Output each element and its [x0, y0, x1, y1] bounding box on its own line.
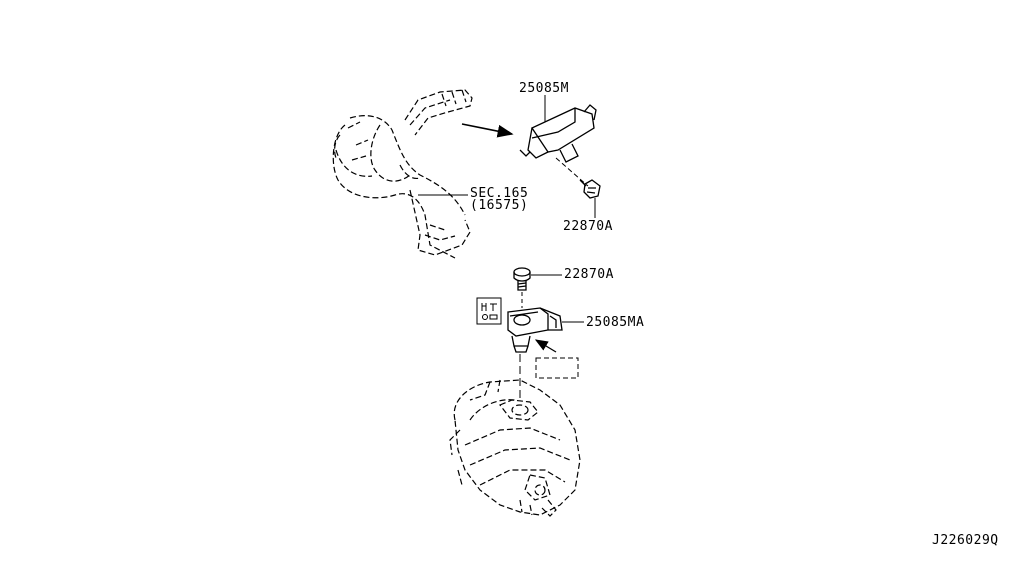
screw-22870A-upper-drawing — [579, 179, 601, 199]
spec-symbol-box — [476, 297, 502, 325]
label-part-25085MA: 25085MA — [586, 315, 645, 330]
intake-manifold-drawing — [449, 379, 581, 517]
direction-arrow — [461, 123, 514, 138]
diagram-code: J226029Q — [932, 533, 999, 548]
sensor-25085M-drawing — [519, 104, 597, 163]
label-part-25085M: 25085M — [519, 81, 569, 96]
label-sec-ref: SEC.165 — [470, 186, 529, 201]
sensor-25085MA-drawing — [507, 307, 563, 353]
label-part-22870A-mid: 22870A — [564, 267, 614, 282]
dashed-reference-box — [535, 357, 579, 379]
label-part-22870A-top: 22870A — [563, 219, 613, 234]
screw-22870A-middle-drawing — [513, 267, 531, 291]
intake-duct-drawing — [332, 89, 473, 259]
label-sec-sub: (16575) — [470, 198, 529, 213]
